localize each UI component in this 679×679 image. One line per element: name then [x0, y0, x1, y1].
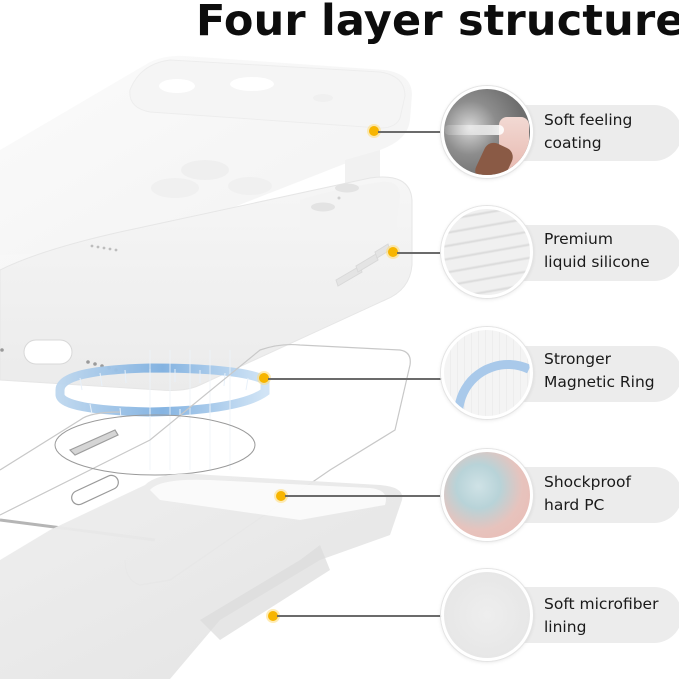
silicone-layer	[0, 176, 413, 391]
leader-line-pc	[285, 495, 444, 497]
leader-line-microfiber	[277, 615, 444, 617]
page-title: Four layer structure	[196, 0, 679, 46]
magnetic-ring-icon	[441, 327, 533, 419]
pc-granules-icon	[441, 449, 533, 541]
microfiber-icon	[441, 569, 533, 661]
leader-line-magnetic	[268, 378, 444, 380]
callout-dot-coating	[369, 126, 379, 136]
feature-label-silicone: Premium liquid silicone	[544, 230, 650, 271]
coating-layer	[0, 55, 412, 290]
feature-label-pc: Shockproof hard PC	[544, 473, 631, 514]
magnetic-ring-layer	[55, 350, 270, 470]
spray-coating-icon	[441, 86, 533, 178]
leader-line-coating	[378, 131, 444, 133]
feature-label-magnetic: Stronger Magnetic Ring	[544, 350, 655, 391]
callout-dot-silicone	[388, 247, 398, 257]
microfiber-layer	[0, 473, 403, 679]
callout-dot-pc	[276, 491, 286, 501]
feature-label-microfiber: Soft microfiber lining	[544, 595, 659, 636]
callout-dot-magnetic	[259, 373, 269, 383]
callout-dot-microfiber	[268, 611, 278, 621]
feature-label-coating: Soft feeling coating	[544, 111, 633, 152]
leader-line-silicone	[397, 252, 444, 254]
exploded-case-illustration	[0, 55, 413, 679]
liquid-silicone-icon	[441, 206, 533, 298]
